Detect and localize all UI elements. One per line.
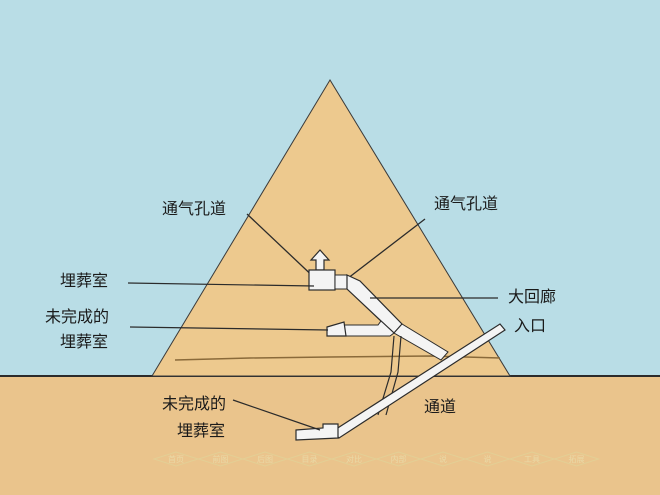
- label-air-shaft-left: 通气孔道: [162, 199, 226, 218]
- leader-unfinished-lower: [232, 399, 321, 431]
- nav-label: 首页: [168, 454, 184, 464]
- ascending-passage: [393, 323, 449, 361]
- label-grand-gallery: 大回廊: [508, 287, 556, 306]
- nav-label: 目录: [302, 455, 318, 464]
- pyramid: [151, 79, 511, 377]
- label-passage: 通道: [424, 397, 456, 416]
- nav-label: 后图: [257, 454, 273, 464]
- nav-label: 内部: [391, 454, 407, 464]
- air-shaft-left: [246, 213, 321, 284]
- leader-burial-chamber: [127, 282, 315, 287]
- nav-label: 说: [484, 454, 492, 464]
- horizontal-corridor: [342, 320, 395, 337]
- label-unfinished-upper-1: 未完成的: [45, 307, 109, 326]
- label-unfinished-lower-1: 未完成的: [162, 394, 226, 413]
- nav-label: 说: [439, 454, 447, 464]
- unfinished-upper-chamber: [326, 321, 347, 337]
- burial-chamber: [308, 269, 336, 291]
- nav-label: 工具: [524, 455, 540, 464]
- label-unfinished-lower-2: 埋葬室: [177, 421, 225, 440]
- label-entrance: 入口: [514, 316, 546, 335]
- descending-passage: [332, 323, 506, 439]
- nav-diamond: [552, 451, 601, 467]
- air-shaft-right: [342, 218, 426, 283]
- label-air-shaft-right: 通气孔道: [434, 194, 498, 213]
- nav-button-9[interactable]: 拓展: [552, 451, 601, 467]
- nav-label: 拓展: [569, 454, 585, 464]
- label-burial-chamber: 埋葬室: [60, 271, 108, 290]
- label-unfinished-upper-2: 埋葬室: [60, 332, 108, 351]
- nav-label: 对比: [346, 454, 362, 464]
- nav-label: 前图: [213, 454, 229, 464]
- nav-bar: 首页 前图 后图 目录 对比 内部 说 说 工具 拓展: [152, 451, 601, 467]
- unfinished-lower-chamber: [295, 423, 339, 441]
- leader-unfinished-upper: [129, 326, 329, 331]
- antechamber: [334, 274, 348, 290]
